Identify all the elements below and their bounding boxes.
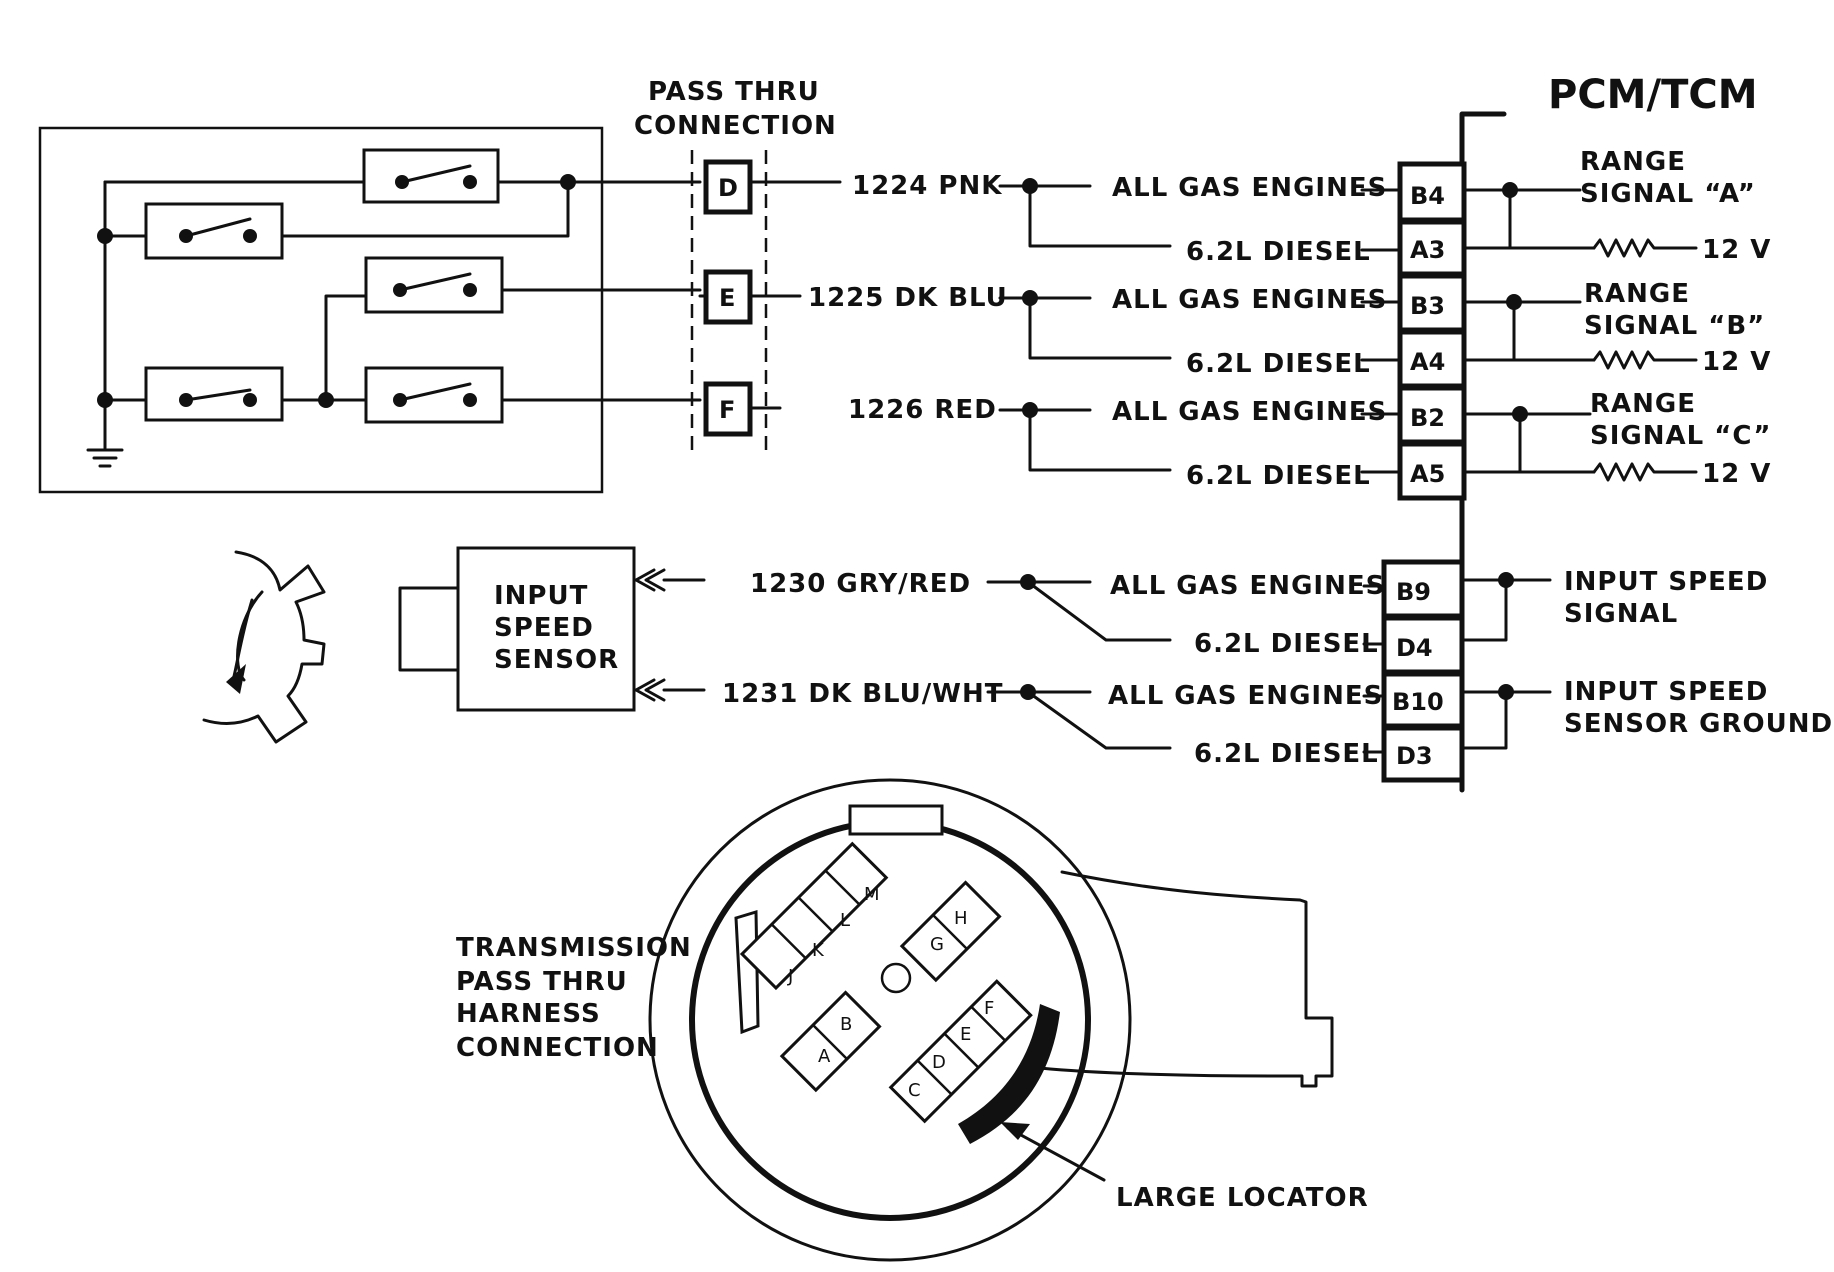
connector-caption-line1: TRANSMISSION [456, 933, 692, 963]
svg-text:A5: A5 [1410, 460, 1445, 488]
cavity-d: D [932, 1052, 946, 1073]
pass-thru-pin-d: D [703, 159, 753, 215]
diesel-label: 6.2L DIESEL [1194, 739, 1379, 769]
signal-line2: SIGNAL “C” [1590, 421, 1771, 451]
signal-line1: INPUT SPEED [1564, 567, 1768, 597]
voltage-label: 12 V [1702, 459, 1771, 489]
cavity-k: K [812, 940, 825, 961]
gas-label: ALL GAS ENGINES [1112, 285, 1387, 315]
cavity-c: C [908, 1080, 921, 1101]
range-circuit-a: 1224 PNK ALL GAS ENGINES 6.2L DIESEL B4 … [852, 147, 1771, 277]
cavity-j: J [787, 966, 793, 987]
diesel-label: 6.2L DIESEL [1186, 237, 1371, 267]
signal-line1: RANGE [1584, 279, 1690, 309]
voltage-label: 12 V [1702, 347, 1771, 377]
pass-thru-title-line2: CONNECTION [634, 111, 837, 141]
large-locator [958, 1004, 1060, 1144]
cavity-g: G [930, 934, 944, 955]
harness-connector: TRANSMISSION PASS THRU HARNESS CONNECTIO… [456, 778, 1369, 1262]
wire-label: 1225 DK BLU [808, 283, 1008, 313]
cavity-h: H [954, 908, 968, 929]
module-title: PCM/TCM [1548, 72, 1758, 118]
wire-label: 1230 GRY/RED [750, 569, 971, 599]
wire-label: 1226 RED [848, 395, 997, 425]
large-locator-label: LARGE LOCATOR [1116, 1183, 1369, 1213]
sensor-label-line2: SPEED [494, 613, 594, 643]
sensor-label-line1: INPUT [494, 581, 588, 611]
diesel-label: 6.2L DIESEL [1194, 629, 1379, 659]
signal-line2: SENSOR GROUND [1564, 709, 1833, 739]
switch-2 [144, 202, 284, 260]
svg-text:A4: A4 [1410, 348, 1445, 376]
gas-pin [1381, 559, 1465, 619]
svg-text:B4: B4 [1410, 182, 1445, 210]
svg-text:B2: B2 [1410, 404, 1445, 432]
cavity-e: E [960, 1024, 971, 1045]
switch-3 [364, 256, 504, 314]
svg-text:F: F [719, 396, 735, 424]
cavity-f: F [984, 998, 994, 1019]
voltage-label: 12 V [1702, 235, 1771, 265]
svg-text:D: D [718, 174, 738, 202]
diesel-pin [1381, 615, 1465, 675]
signal-line1: INPUT SPEED [1564, 677, 1768, 707]
connector-caption-line4: CONNECTION [456, 1033, 659, 1063]
pass-thru-pin-f: F [703, 381, 753, 437]
gas-label: ALL GAS ENGINES [1110, 571, 1385, 601]
cavity-m: M [864, 884, 880, 905]
signal-line2: SIGNAL “A” [1580, 179, 1756, 209]
reluctor-wheel-icon [202, 550, 326, 744]
range-circuit-c: 1226 RED ALL GAS ENGINES 6.2L DIESEL B2 … [848, 385, 1771, 501]
pass-thru-connection: PASS THRU CONNECTION D E F [634, 77, 842, 450]
signal-line1: RANGE [1590, 389, 1696, 419]
svg-text:B9: B9 [1396, 578, 1431, 606]
pass-thru-title-line1: PASS THRU [648, 77, 820, 107]
gas-label: ALL GAS ENGINES [1112, 173, 1387, 203]
cavity-a: A [818, 1046, 831, 1067]
module-boundary [1459, 111, 1507, 793]
gas-label: ALL GAS ENGINES [1112, 397, 1387, 427]
range-switch-assembly [38, 126, 702, 494]
svg-text:B10: B10 [1392, 688, 1444, 716]
cavity-b: B [840, 1014, 852, 1035]
svg-text:E: E [719, 284, 735, 312]
gas-pin [1397, 385, 1467, 445]
speed-circuit-ground: 1231 DK BLU/WHT ALL GAS ENGINES 6.2L DIE… [722, 671, 1833, 783]
sensor-label-line3: SENSOR [494, 645, 619, 675]
switch-4 [144, 366, 284, 422]
diesel-pin [1381, 725, 1465, 783]
gas-label: ALL GAS ENGINES [1108, 681, 1383, 711]
gas-pin [1397, 161, 1467, 223]
signal-line1: RANGE [1580, 147, 1686, 177]
diesel-label: 6.2L DIESEL [1186, 461, 1371, 491]
svg-text:B3: B3 [1410, 292, 1445, 320]
svg-text:A3: A3 [1410, 236, 1445, 264]
svg-text:D3: D3 [1396, 742, 1433, 770]
connector-caption-line3: HARNESS [456, 999, 601, 1029]
connector-caption-line2: PASS THRU [456, 967, 628, 997]
signal-line2: SIGNAL [1564, 599, 1678, 629]
switch-5 [364, 366, 504, 424]
switch-1 [362, 148, 500, 204]
input-speed-sensor: INPUT SPEED SENSOR [398, 546, 706, 712]
wire-label: 1231 DK BLU/WHT [722, 679, 1003, 709]
diesel-label: 6.2L DIESEL [1186, 349, 1371, 379]
signal-line2: SIGNAL “B” [1584, 311, 1765, 341]
cavity-l: L [840, 910, 850, 931]
svg-text:D4: D4 [1396, 634, 1433, 662]
range-circuit-b: 1225 DK BLU ALL GAS ENGINES 6.2L DIESEL … [808, 273, 1771, 389]
wire-label: 1224 PNK [852, 171, 1002, 201]
speed-circuit-signal: 1230 GRY/RED ALL GAS ENGINES 6.2L DIESEL… [750, 559, 1768, 675]
pass-thru-pin-e: E [703, 269, 753, 325]
